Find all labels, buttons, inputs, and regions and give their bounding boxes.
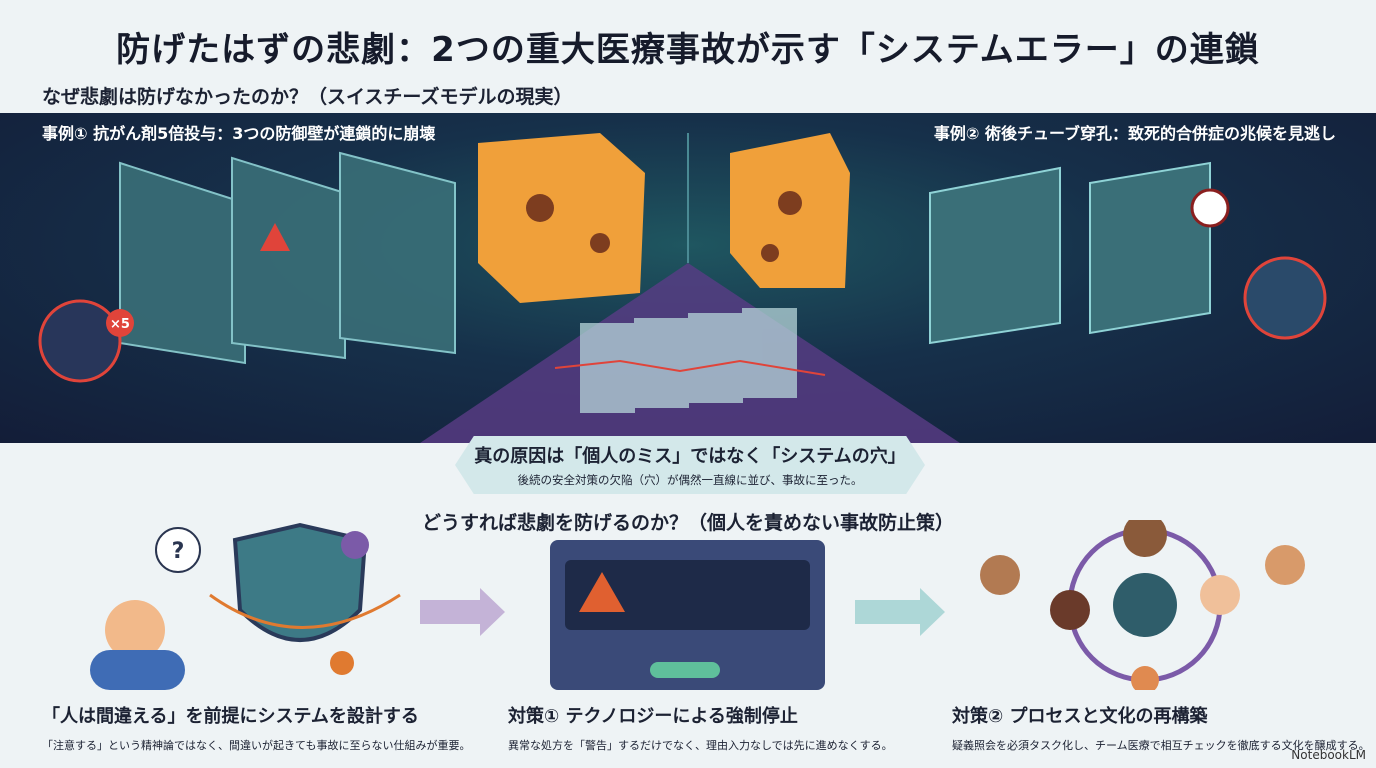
column-design-for-error: 「人は間違える」を前提にシステムを設計する 「注意する」という精神論ではなく、間… xyxy=(42,702,470,753)
defense-layers-case1 xyxy=(119,151,456,365)
root-cause-callout: 真の原因は「個人のミス」ではなく「システムの穴」 後続の安全対策の欠陥（穴）が偶… xyxy=(455,436,925,494)
confirm-button xyxy=(650,662,720,678)
doctor-icon xyxy=(1123,520,1167,557)
nurse-icon xyxy=(1050,590,1090,630)
column-heading: 「人は間違える」を前提にシステムを設計する xyxy=(42,706,419,727)
arrow-right-icon xyxy=(420,588,505,636)
countermeasure-illustrations: ? xyxy=(90,520,1305,690)
dose-badge xyxy=(106,309,134,337)
question-bubble-icon xyxy=(155,527,201,573)
page-title: 防げたはずの悲劇：2つの重大医療事故が示す「システムエラー」の連鎖 xyxy=(116,30,1260,70)
section2-heading: どうすれば悲劇を防げるのか？（個人を責めない事故防止策） xyxy=(421,512,954,534)
patient-avatar-icon xyxy=(38,299,122,383)
case1-label: 事例① 抗がん剤5倍投与：3つの防御壁が連鎖的に崩壊 xyxy=(42,124,436,143)
case2-label: 事例② 術後チューブ穿孔：致死的合併症の兆候を見逃し xyxy=(933,124,1336,143)
swiss-cheese-illustration: ×5 xyxy=(38,133,1327,443)
brand-watermark: NotebookLM xyxy=(1291,748,1366,762)
column-text: 疑義照会を必須タスク化し、チーム医療で相互チェックを徹底する文化を醸成する。 xyxy=(952,739,1370,752)
section1-heading: なぜ悲劇は防げなかったのか？（スイスチーズモデルの現実） xyxy=(42,86,573,108)
handshake-icon xyxy=(1131,666,1159,690)
person-icon xyxy=(105,600,165,660)
cheese-left xyxy=(478,133,645,303)
warning-icon xyxy=(579,572,625,612)
doctor-icon xyxy=(1200,575,1240,615)
column-text: 「注意する」という精神論ではなく、間違いが起きても事故に至らない仕組みが重要。 xyxy=(42,739,471,752)
gear-icon xyxy=(330,651,354,675)
nurse-icon xyxy=(980,555,1020,595)
clock-icon xyxy=(1190,188,1230,228)
team-hub xyxy=(1113,573,1177,637)
error-path-arrow xyxy=(554,359,826,376)
callout-text: 後続の安全対策の欠陥（穴）が偶然一直線に並び、事故に至った。 xyxy=(517,473,863,487)
safety-net-icon xyxy=(209,593,401,629)
shield-icon xyxy=(232,522,368,642)
doctor-icon xyxy=(1265,545,1305,585)
gear-icon xyxy=(341,531,369,559)
arrow-right-icon xyxy=(855,588,945,636)
column-process-culture: 対策② プロセスと文化の再構築 疑義照会を必須タスク化し、チーム医療で相互チェッ… xyxy=(952,702,1370,753)
column-technology-stop: 対策① テクノロジーによる強制停止 異常な処方を「警告」するだけでなく、理由入力… xyxy=(508,702,893,753)
svg-text:?: ? xyxy=(172,539,185,564)
defense-layers-case2 xyxy=(929,161,1211,345)
callout-heading: 真の原因は「個人のミス」ではなく「システムの穴」 xyxy=(474,446,906,467)
warning-icon xyxy=(260,223,290,251)
dose-badge-text: ×5 xyxy=(110,317,130,332)
column-heading: 対策① テクノロジーによる強制停止 xyxy=(508,706,798,727)
center-cheese-slices xyxy=(580,308,797,413)
column-heading: 対策② プロセスと文化の再構築 xyxy=(952,706,1208,727)
column-text: 異常な処方を「警告」するだけでなく、理由入力なしでは先に進めなくする。 xyxy=(508,739,893,752)
patient-bed-icon xyxy=(1243,256,1327,340)
